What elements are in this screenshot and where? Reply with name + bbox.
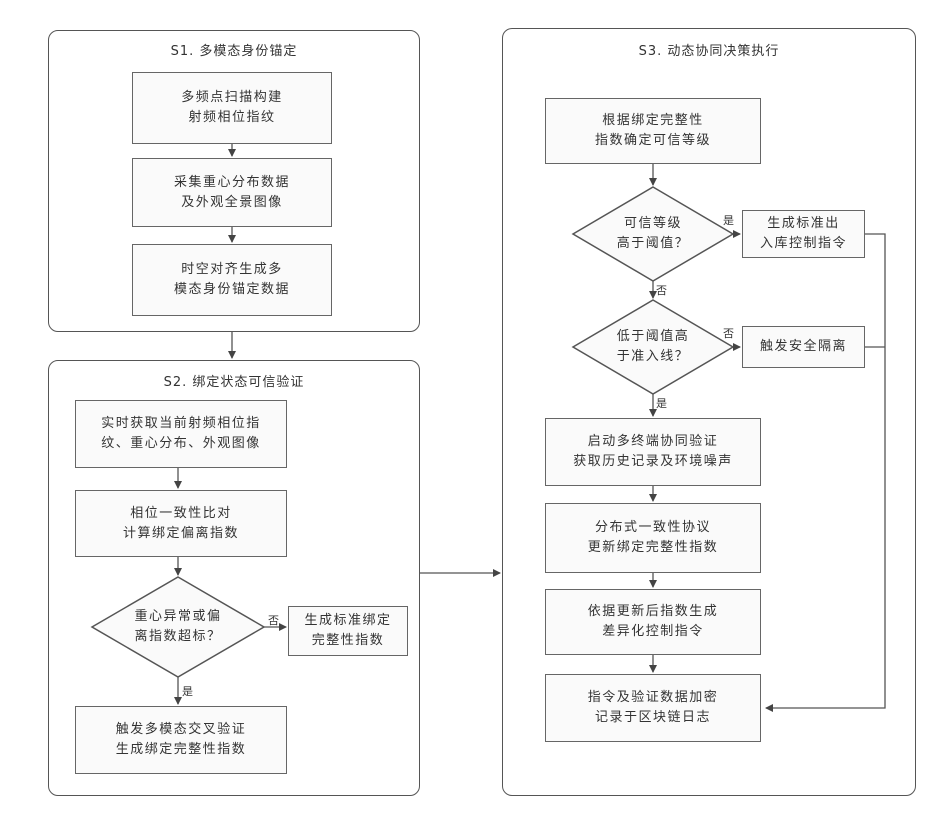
s3-decision1-label: 可信等级 高于阈值？ <box>593 209 713 259</box>
s3-step-2: 启动多终端协同验证 获取历史记录及环境噪声 <box>545 418 761 486</box>
s3-step-1: 根据绑定完整性 指数确定可信等级 <box>545 98 761 164</box>
s2-step-1: 实时获取当前射频相位指 纹、重心分布、外观图像 <box>75 400 287 468</box>
s2-title: S2. 绑定状态可信验证 <box>49 371 419 390</box>
s2-no-label: 否 <box>268 612 279 628</box>
s2-step-3: 触发多模态交叉验证 生成绑定完整性指数 <box>75 706 287 774</box>
s3-d1-no-label: 否 <box>656 282 667 298</box>
s3-step-4: 依据更新后指数生成 差异化控制指令 <box>545 589 761 655</box>
s1-step-2: 采集重心分布数据 及外观全景图像 <box>132 158 332 227</box>
s1-step-1: 多频点扫描构建 射频相位指纹 <box>132 72 332 144</box>
s3-title: S3. 动态协同决策执行 <box>503 40 915 59</box>
s3-step-5: 指令及验证数据加密 记录于区块链日志 <box>545 674 761 742</box>
s3-d2-yes-label: 是 <box>656 395 667 411</box>
s2-decision-label: 重心异常或偏 离指数超标？ <box>113 602 243 652</box>
s2-side-box: 生成标准绑定 完整性指数 <box>288 606 408 656</box>
s3-d2-no-label: 否 <box>723 325 734 341</box>
s3-side-box-2: 触发安全隔离 <box>742 326 865 368</box>
s1-step-3: 时空对齐生成多 模态身份锚定数据 <box>132 244 332 316</box>
s2-yes-label: 是 <box>182 683 193 699</box>
s2-step-2: 相位一致性比对 计算绑定偏离指数 <box>75 490 287 557</box>
s1-title: S1. 多模态身份锚定 <box>49 40 419 59</box>
s3-step-3: 分布式一致性协议 更新绑定完整性指数 <box>545 503 761 573</box>
s3-d1-yes-label: 是 <box>723 212 734 228</box>
s3-decision2-label: 低于阈值高 于准入线？ <box>593 322 713 372</box>
s3-side-box-1: 生成标准出 入库控制指令 <box>742 210 865 258</box>
